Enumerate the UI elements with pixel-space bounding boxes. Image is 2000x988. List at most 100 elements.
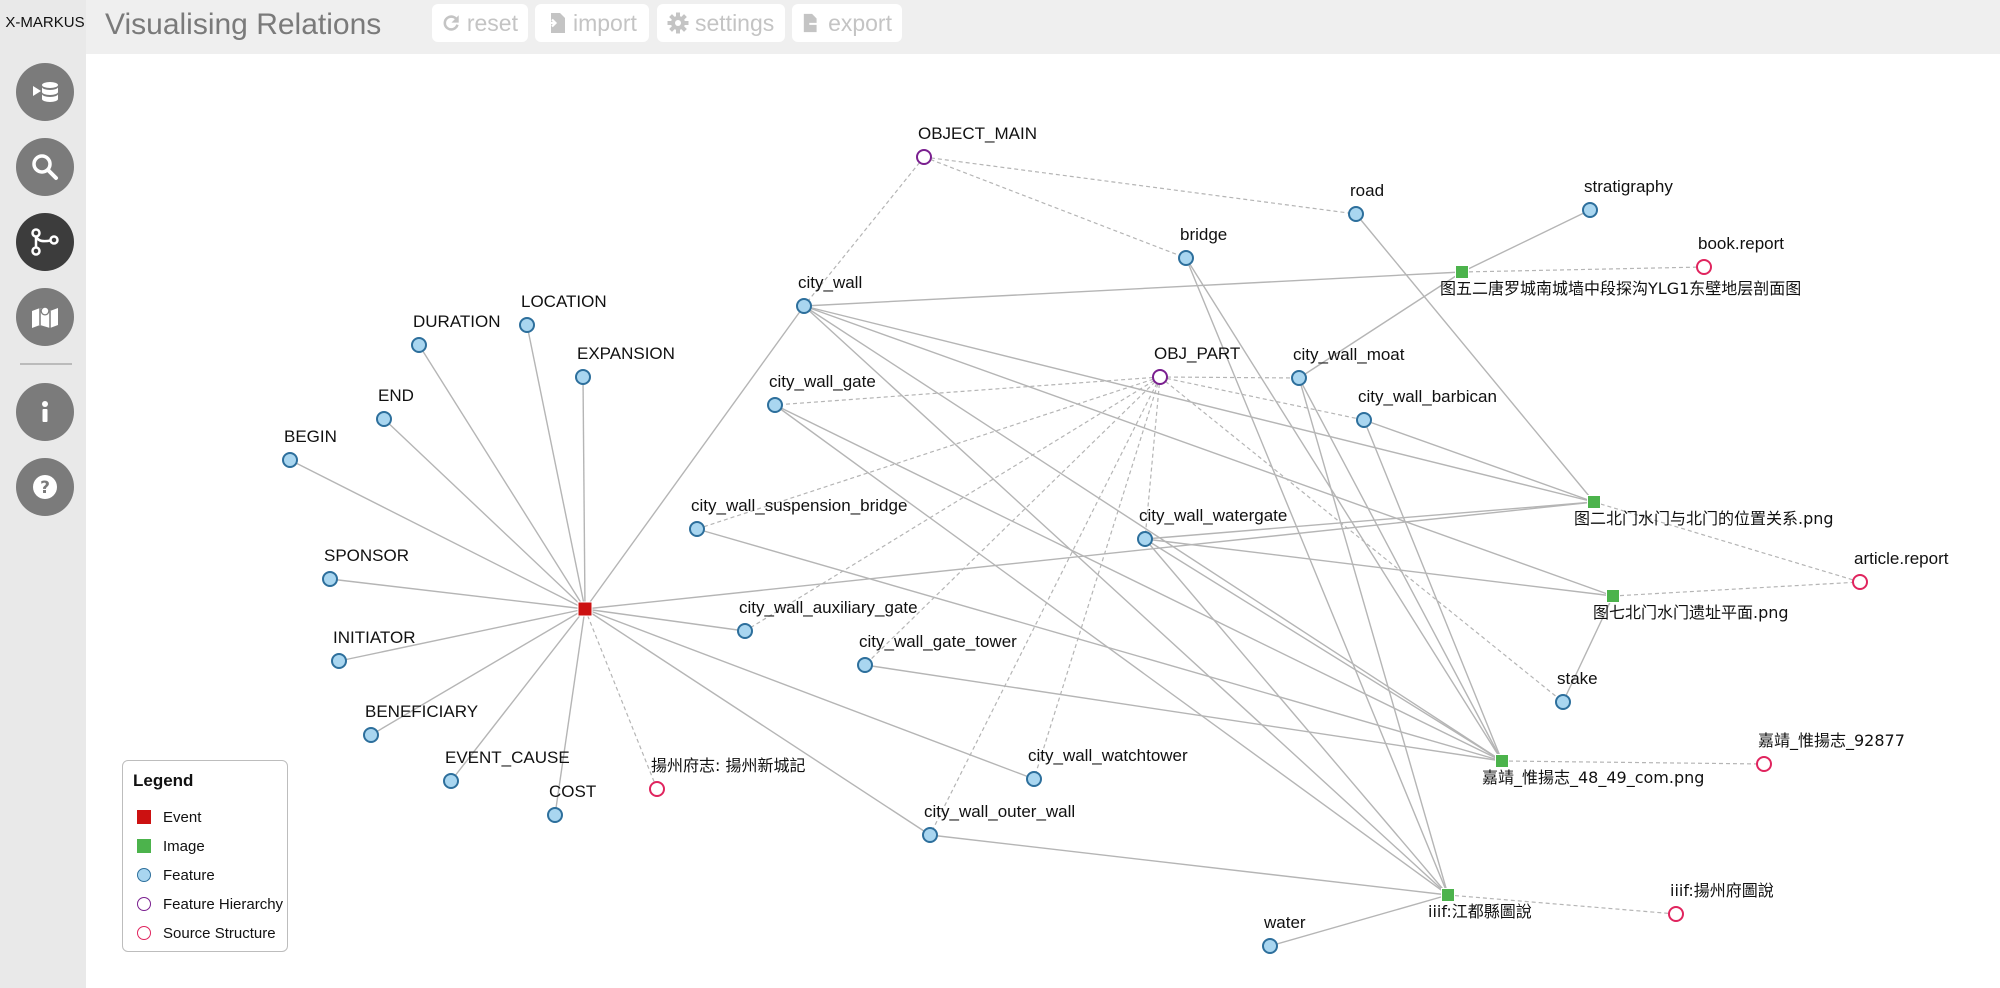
graph-edge	[696, 528, 1503, 762]
import-button[interactable]: import	[535, 4, 649, 42]
graph-edge	[584, 608, 931, 836]
sidebar-info-button[interactable]	[16, 383, 74, 441]
graph-edge	[1159, 376, 1564, 703]
graph-node-label: COST	[549, 782, 596, 801]
graph-node-feature[interactable]	[1582, 202, 1598, 218]
graph-node-feature[interactable]	[376, 411, 392, 427]
graph-edge	[1159, 376, 1300, 379]
graph-edge	[450, 608, 586, 782]
legend-item-image: Image	[137, 836, 205, 856]
graph-node-feature[interactable]	[331, 653, 347, 669]
graph-node-feature[interactable]	[547, 807, 563, 823]
graph-edge	[923, 156, 1187, 259]
graph-node-image[interactable]	[1587, 495, 1601, 509]
graph-edge	[803, 305, 1614, 597]
graph-node-feature[interactable]	[737, 623, 753, 639]
graph-node-source[interactable]	[1668, 906, 1684, 922]
graph-node-feature[interactable]	[519, 317, 535, 333]
graph-node-hierarchy[interactable]	[1152, 369, 1168, 385]
graph-node-feature[interactable]	[411, 337, 427, 353]
graph-edge	[1144, 501, 1595, 540]
graph-node-label: city_wall_moat	[1293, 345, 1405, 364]
sidebar-relations-button[interactable]	[16, 213, 74, 271]
sidebar-database-button[interactable]	[16, 63, 74, 121]
graph-node-source[interactable]	[1852, 574, 1868, 590]
graph-edge	[1447, 894, 1677, 915]
graph-node-feature[interactable]	[1137, 531, 1153, 547]
settings-button-label: settings	[695, 9, 775, 36]
graph-edge	[338, 608, 586, 662]
graph-edge	[1363, 419, 1503, 762]
graph-node-label: stratigraphy	[1584, 177, 1673, 196]
graph-edge	[1562, 595, 1614, 703]
graph-edge	[1298, 377, 1503, 762]
graph-node-feature[interactable]	[857, 657, 873, 673]
graph-edges	[289, 156, 1861, 947]
graph-node-source[interactable]	[1696, 259, 1712, 275]
graph-node-feature[interactable]	[1348, 206, 1364, 222]
graph-node-label: city_wall_suspension_bridge	[691, 496, 907, 515]
graph-edge	[584, 501, 1595, 610]
database-icon	[33, 82, 58, 102]
svg-text:?: ?	[40, 478, 50, 498]
graph-node-feature[interactable]	[689, 521, 705, 537]
graph-edge	[1363, 419, 1595, 503]
graph-node-feature[interactable]	[443, 773, 459, 789]
gear-icon	[667, 12, 689, 34]
graph-node-feature[interactable]	[1026, 771, 1042, 787]
graph-node-label: iiif:江都縣圖說	[1428, 902, 1532, 921]
sidebar-divider	[20, 363, 72, 365]
graph-node-feature[interactable]	[1262, 938, 1278, 954]
graph-node-label: 嘉靖_惟揚志_92877	[1758, 731, 1905, 751]
graph-node-feature[interactable]	[1178, 250, 1194, 266]
graph-node-label: book.report	[1698, 234, 1784, 253]
graph-edge	[1159, 376, 1365, 421]
graph-edge	[383, 418, 586, 610]
graph-node-image[interactable]	[1441, 888, 1455, 902]
graph-node-feature[interactable]	[1291, 370, 1307, 386]
graph-edge	[1501, 760, 1765, 765]
graph-node-image[interactable]	[1606, 589, 1620, 603]
graph-edge	[774, 376, 1161, 406]
graph-edge	[1612, 581, 1861, 597]
legend-label: Source Structure	[163, 924, 276, 942]
graph-node-label: bridge	[1180, 225, 1227, 244]
graph-node-label: road	[1350, 181, 1384, 200]
event-swatch-icon	[137, 810, 151, 824]
graph-node-feature[interactable]	[1356, 412, 1372, 428]
graph-node-feature[interactable]	[575, 369, 591, 385]
sidebar-help-button[interactable]: ?	[16, 458, 74, 516]
graph-node-source[interactable]	[1756, 756, 1772, 772]
graph-node-image[interactable]	[1455, 265, 1469, 279]
graph-node-feature[interactable]	[282, 452, 298, 468]
graph-node-feature[interactable]	[796, 298, 812, 314]
file-import-icon	[546, 13, 565, 33]
reset-button[interactable]: reset	[432, 4, 528, 42]
graph-edge	[584, 608, 1035, 780]
export-button[interactable]: export	[792, 4, 902, 42]
graph-node-image[interactable]	[1495, 754, 1509, 768]
graph-node-source[interactable]	[649, 781, 665, 797]
sidebar-map-button[interactable]	[16, 288, 74, 346]
graph-node-feature[interactable]	[922, 827, 938, 843]
graph-node-label: BEGIN	[284, 427, 337, 446]
graph-labels: BEGINENDDURATIONLOCATIONEXPANSIONSPONSOR…	[284, 124, 1949, 932]
graph-edge	[929, 376, 1161, 836]
help-icon: ?	[33, 475, 57, 499]
graph-node-event[interactable]	[577, 601, 593, 617]
source-swatch-icon	[137, 926, 151, 940]
graph-edge	[526, 324, 586, 610]
file-export-icon	[803, 13, 823, 33]
graph-edge	[1298, 271, 1463, 379]
graph-node-feature[interactable]	[322, 571, 338, 587]
graph-node-feature[interactable]	[1555, 694, 1571, 710]
graph-node-hierarchy[interactable]	[916, 149, 932, 165]
legend-title: Legend	[133, 771, 194, 790]
settings-button[interactable]: settings	[657, 4, 785, 42]
graph-node-feature[interactable]	[363, 727, 379, 743]
graph-node-feature[interactable]	[767, 397, 783, 413]
graph-edge	[774, 404, 1503, 762]
graph-node-label: city_wall_gate	[769, 372, 876, 391]
sidebar-search-button[interactable]	[16, 138, 74, 196]
